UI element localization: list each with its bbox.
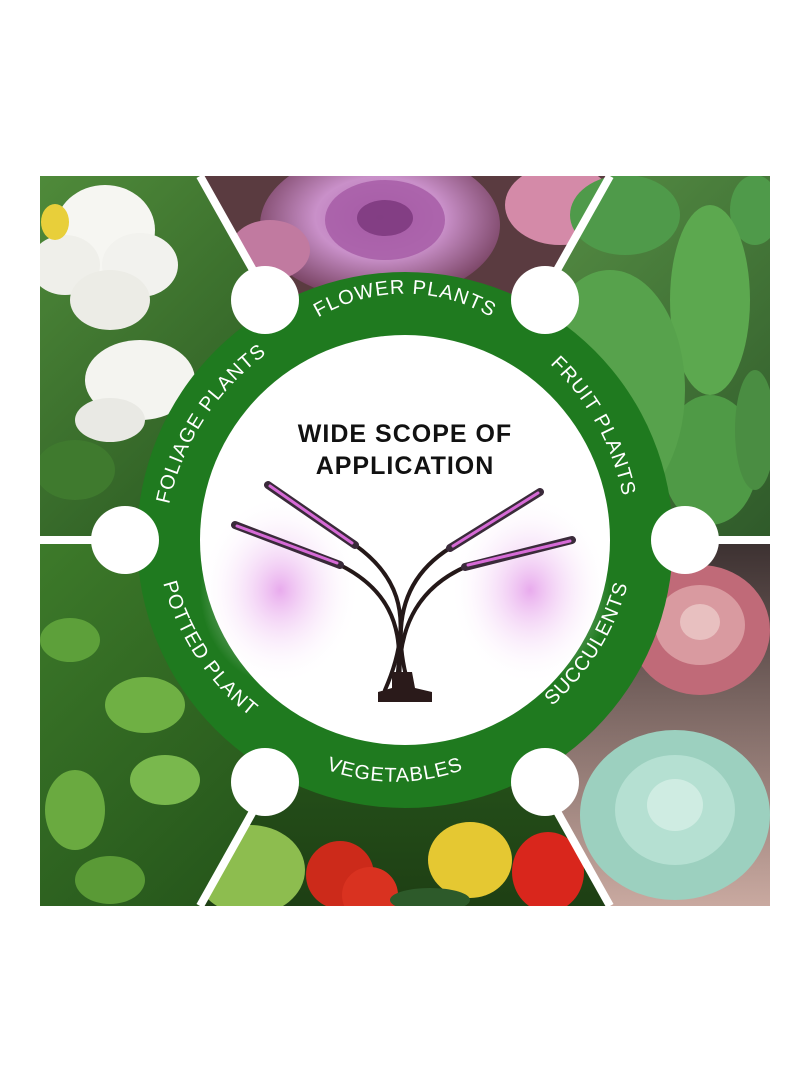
title-line-2: APPLICATION bbox=[316, 452, 495, 480]
title-line-1: WIDE SCOPE OF bbox=[298, 420, 512, 448]
ring-notches bbox=[91, 266, 719, 816]
lamp-clip bbox=[378, 672, 432, 702]
lamp-bars bbox=[231, 481, 576, 571]
lamp-stems bbox=[338, 543, 467, 692]
left-glow bbox=[200, 495, 360, 685]
grow-lamp bbox=[231, 481, 576, 702]
